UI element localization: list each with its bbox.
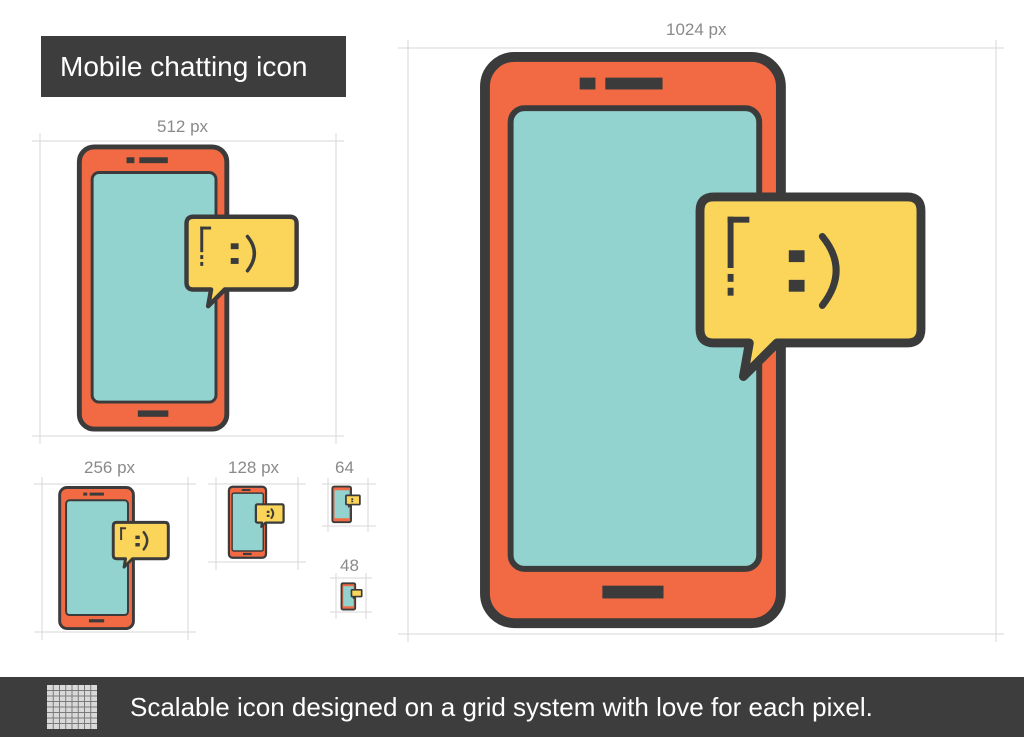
- pixel-grid-icon: [47, 685, 97, 729]
- mobile-chat-icon-128: [227, 485, 285, 559]
- mobile-chat-icon-48: [340, 582, 363, 611]
- smiley-emoticon: [727, 216, 840, 309]
- footer-bar: Scalable icon designed on a grid system …: [0, 677, 1024, 737]
- mobile-chat-icon-256: [58, 486, 170, 631]
- size-label-48: 48: [340, 556, 359, 575]
- mobile-chat-icon-64: [331, 485, 361, 524]
- footer-tagline: Scalable icon designed on a grid system …: [130, 692, 873, 722]
- mobile-chat-icon-large: [480, 51, 926, 629]
- size-label-1024: 1024 px: [666, 20, 727, 39]
- size-label-128: 128 px: [228, 458, 280, 477]
- measurement-guides: [32, 40, 1004, 642]
- size-label-64: 64: [335, 458, 354, 477]
- size-label-512: 512 px: [157, 117, 209, 136]
- mobile-chat-icon-512: [76, 144, 299, 432]
- page-title: Mobile chatting icon: [60, 51, 308, 82]
- chat-bubble: [695, 192, 926, 381]
- size-label-256: 256 px: [84, 458, 136, 477]
- title-badge: Mobile chatting icon: [41, 36, 346, 97]
